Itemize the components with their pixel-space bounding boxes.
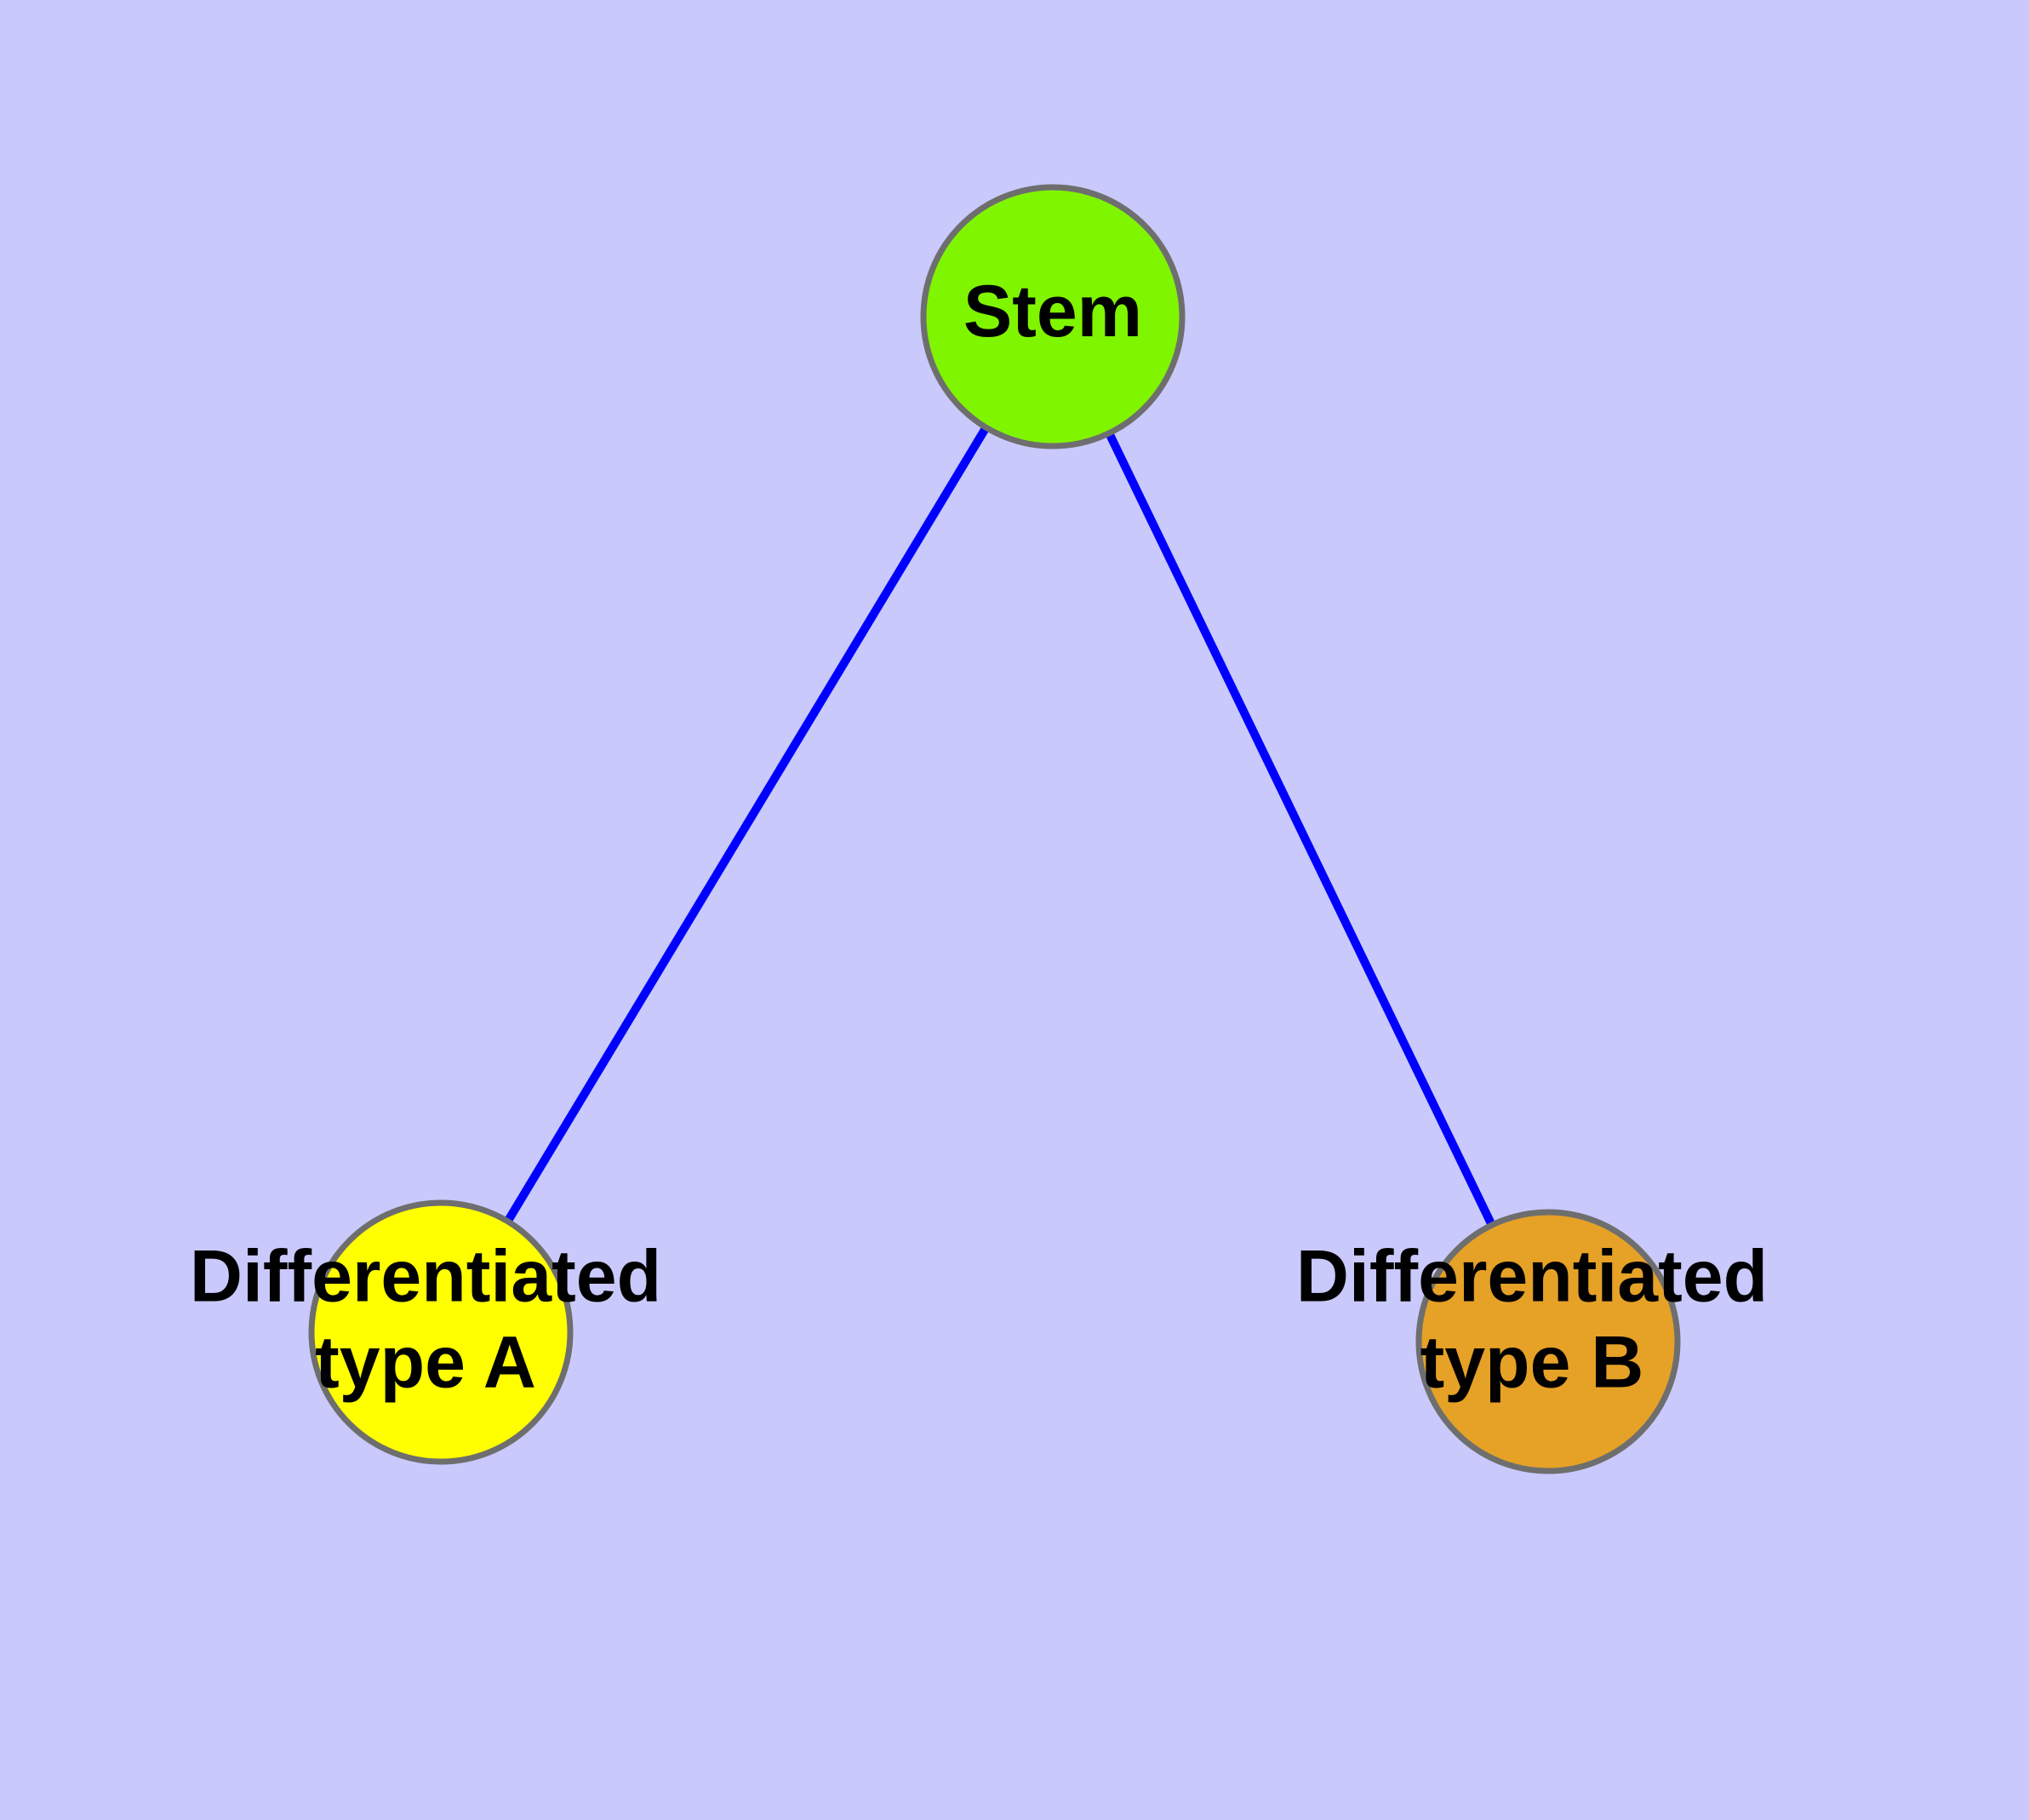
label-line: Stem bbox=[963, 271, 1142, 352]
edges-layer bbox=[437, 314, 1552, 1344]
label-line: type A bbox=[315, 1321, 536, 1403]
graph-node-diff-b[interactable] bbox=[1415, 1209, 1681, 1474]
graph-edge-stem-to-diff-a bbox=[437, 314, 1057, 1335]
graph-node-diff-a[interactable] bbox=[308, 1199, 574, 1465]
nodes-layer bbox=[308, 184, 1681, 1474]
label-line: Differentiated bbox=[1296, 1235, 1768, 1317]
label-line: type B bbox=[1420, 1321, 1644, 1403]
graph-edge-stem-to-diff-b bbox=[1049, 314, 1552, 1344]
label-line: Differentiated bbox=[190, 1235, 661, 1317]
graph-node-label-stem: Stem bbox=[963, 271, 1142, 352]
graph-node-stem[interactable] bbox=[920, 184, 1186, 449]
